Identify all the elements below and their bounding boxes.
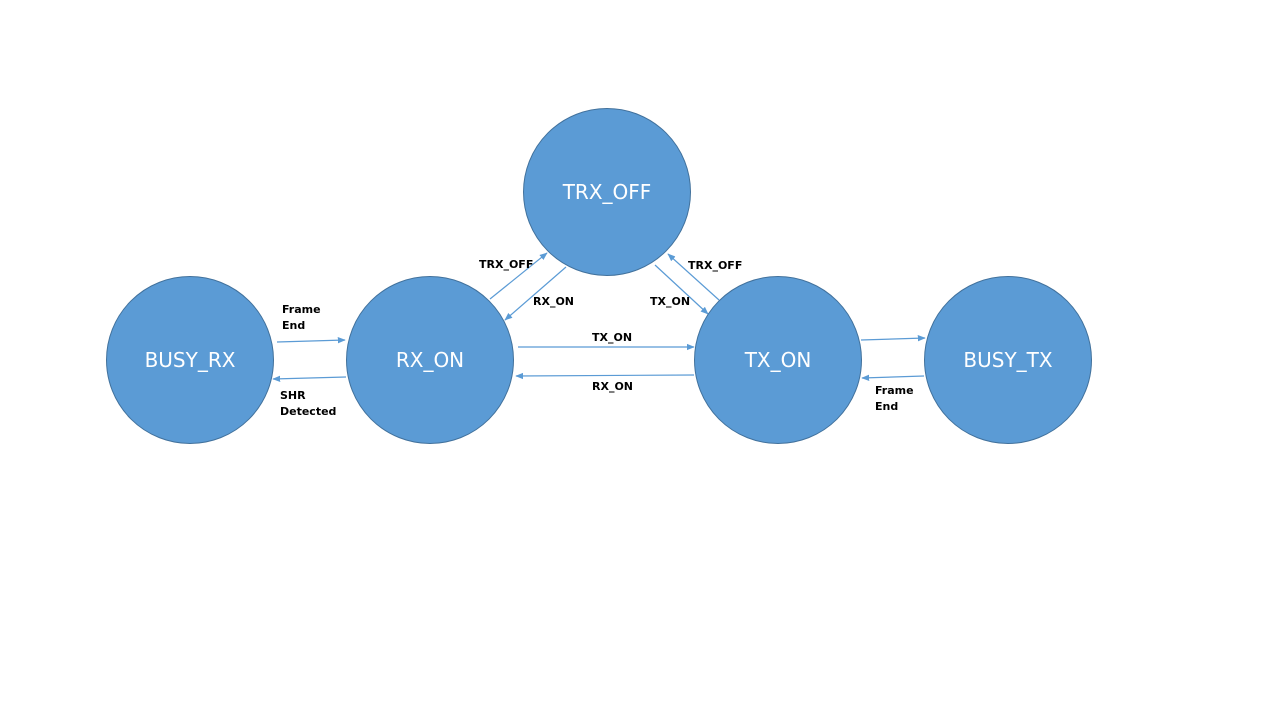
state-busy-tx: BUSY_TX xyxy=(924,276,1092,444)
label-busy-rx-to-rx-on: Frame End xyxy=(282,302,321,334)
label-line: SHR xyxy=(280,389,306,402)
label-line: End xyxy=(875,400,899,413)
arrow-tx-on-to-busy-tx xyxy=(860,335,926,342)
arrow-busy-tx-to-tx-on xyxy=(861,374,925,381)
label-busy-tx-to-tx-on: Frame End xyxy=(875,383,914,415)
label-rx-on-to-busy-rx: SHR Detected xyxy=(280,388,336,420)
arrow-busy-rx-to-rx-on xyxy=(276,337,346,344)
label-line: Frame xyxy=(875,384,914,397)
label-trx-off-to-rx-on: RX_ON xyxy=(533,295,575,308)
arrow-trx-off-to-tx-on xyxy=(654,264,709,315)
label-trx-off-to-tx-on: TX_ON xyxy=(650,295,691,308)
arrow-tx-on-to-rx-on xyxy=(515,372,695,380)
label-line: End xyxy=(282,319,306,332)
state-rx-on: RX_ON xyxy=(346,276,514,444)
label-tx-on-to-trx-off: TRX_OFF xyxy=(688,259,743,272)
label-rx-on-to-tx-on: TX_ON xyxy=(592,331,633,344)
arrow-tx-on-to-trx-off xyxy=(667,253,720,301)
arrow-trx-off-to-rx-on xyxy=(504,266,567,321)
state-tx-on: TX_ON xyxy=(694,276,862,444)
label-tx-on-to-rx-on: RX_ON xyxy=(592,380,634,393)
state-busy-rx: BUSY_RX xyxy=(106,276,274,444)
arrow-rx-on-to-trx-off xyxy=(489,252,548,300)
state-trx-off: TRX_OFF xyxy=(523,108,691,276)
label-line: Detected xyxy=(280,405,337,418)
label-line: Frame xyxy=(282,303,321,316)
arrow-rx-on-to-busy-rx xyxy=(272,375,347,383)
label-rx-on-to-trx-off: TRX_OFF xyxy=(479,258,534,271)
